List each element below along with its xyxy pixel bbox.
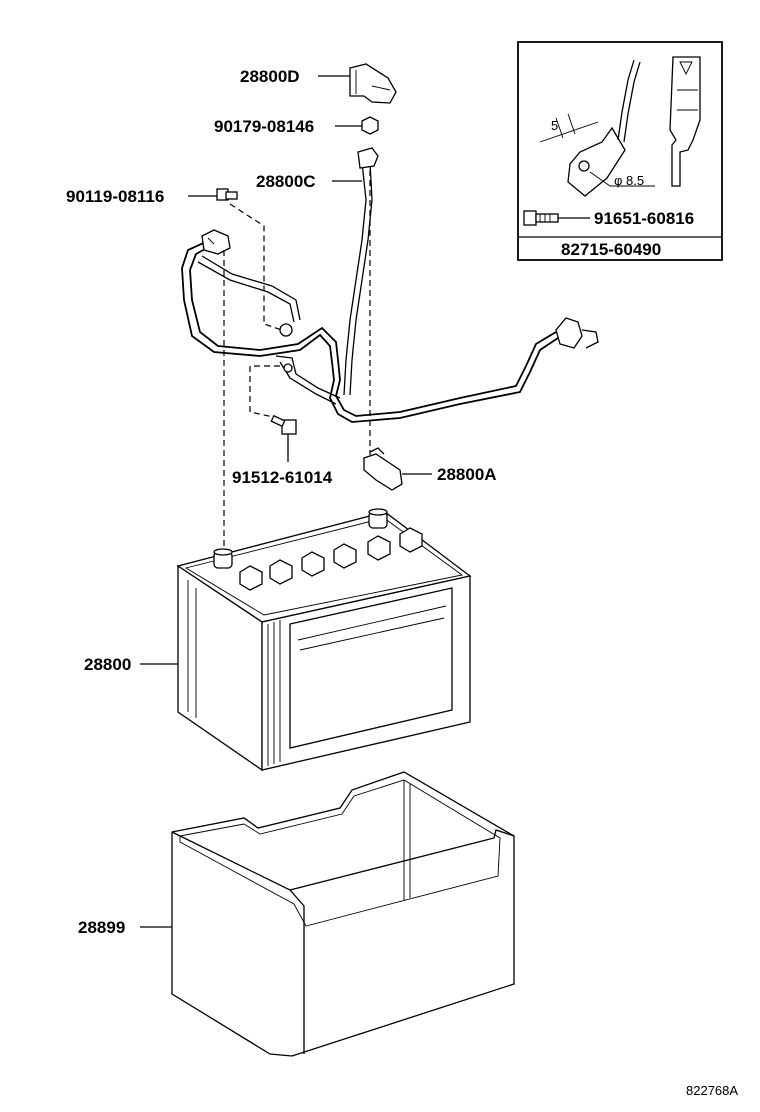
lower-bolt-icon bbox=[270, 414, 297, 462]
label-inset-bolt: 91651-60816 bbox=[594, 209, 694, 228]
label-bolt-lower: 91512-61014 bbox=[232, 468, 333, 487]
terminal-cover-icon bbox=[318, 63, 397, 104]
label-terminal-a: 28800A bbox=[437, 465, 497, 484]
battery-terminal-positive bbox=[368, 508, 388, 529]
label-tray: 28899 bbox=[78, 918, 125, 937]
inset-bracket bbox=[567, 126, 626, 197]
inset-panel: 5 φ 8.5 91651-60816 82715-60490 bbox=[517, 41, 723, 261]
cable-assembly bbox=[181, 147, 599, 423]
label-cable-c: 28800C bbox=[256, 172, 316, 191]
battery-icon bbox=[176, 508, 472, 772]
vent-caps bbox=[239, 527, 423, 591]
inset-hole bbox=[578, 160, 590, 172]
battery-terminal-negative bbox=[213, 548, 233, 569]
label-bolt-upper: 90119-08116 bbox=[66, 187, 164, 206]
inset-wire bbox=[617, 59, 635, 141]
inset-dim-hole: φ 8.5 bbox=[614, 173, 644, 188]
upper-bolt-icon bbox=[188, 188, 238, 201]
label-inset-bracket: 82715-60490 bbox=[561, 240, 661, 259]
inset-side-part bbox=[669, 56, 701, 187]
battery-tray-icon bbox=[171, 771, 515, 1057]
figure-id: 822768A bbox=[686, 1083, 738, 1098]
inset-dim-gap: 5 bbox=[551, 118, 558, 133]
label-battery: 28800 bbox=[84, 655, 131, 674]
nut-icon bbox=[335, 116, 379, 135]
terminal-a-icon bbox=[363, 447, 432, 491]
label-nut: 90179-08146 bbox=[214, 117, 314, 136]
label-cover: 28800D bbox=[240, 67, 300, 86]
inset-bolt-icon bbox=[523, 210, 590, 226]
